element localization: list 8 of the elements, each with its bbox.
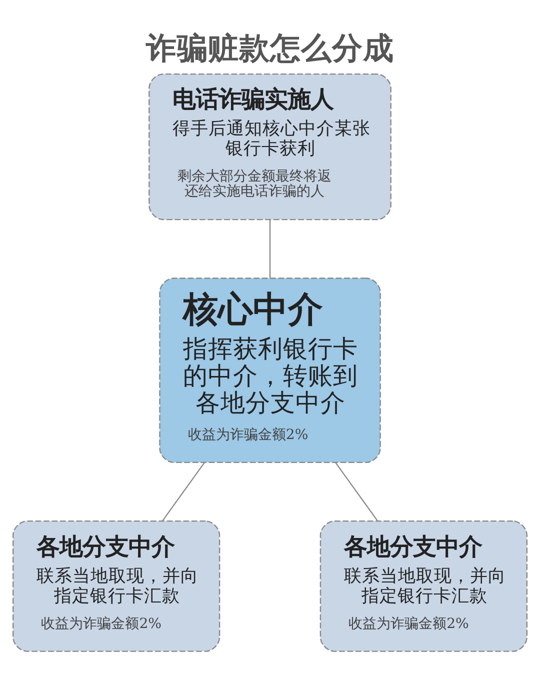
diagram-title: 诈骗赃款怎么分成 [146,32,394,67]
node-box: 各地分支中介 联系当地取现，并向指定银行卡汇款 收益为诈骗金额2% [12,520,220,652]
connector [269,220,271,278]
connector [335,462,378,522]
node-box: 电话诈骗实施人 得手后通知核心中介某张银行卡获利 剩余大部分金额最终将返还给实施电话诈骗的人 [148,74,392,220]
connector [162,462,205,522]
node-box: 各地分支中介 联系当地取现，并向指定银行卡汇款 收益为诈骗金额2% [320,520,528,652]
node-box: 核心中介 指挥获利银行卡的中介，转账到各地分支中介 收益为诈骗金额2% [159,278,381,464]
